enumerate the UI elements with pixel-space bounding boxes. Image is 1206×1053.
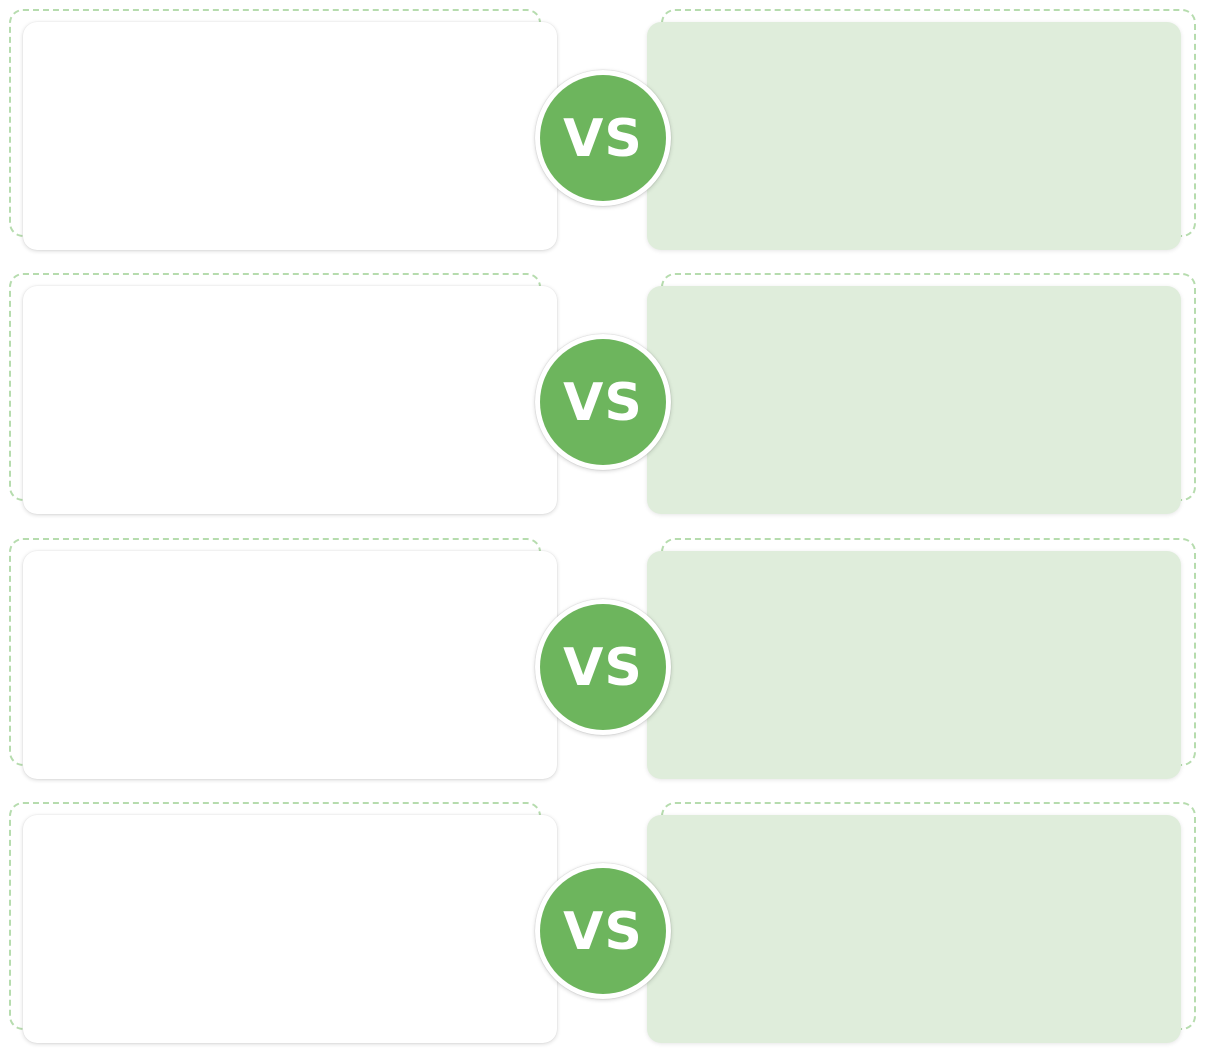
vs-circle: VS xyxy=(540,868,666,994)
left-option-card xyxy=(23,815,557,1043)
vs-label: VS xyxy=(563,638,643,698)
vs-circle: VS xyxy=(540,339,666,465)
vs-badge: VS xyxy=(535,70,671,206)
vs-badge: VS xyxy=(535,599,671,735)
comparison-row-3: VS xyxy=(0,538,1206,788)
comparison-row-4: VS xyxy=(0,802,1206,1052)
right-option-card xyxy=(647,551,1181,779)
right-option-card xyxy=(647,815,1181,1043)
left-option-card xyxy=(23,22,557,250)
vs-badge: VS xyxy=(535,863,671,999)
comparison-row-2: VS xyxy=(0,273,1206,523)
vs-circle: VS xyxy=(540,604,666,730)
vs-badge: VS xyxy=(535,334,671,470)
left-option-card xyxy=(23,551,557,779)
vs-label: VS xyxy=(563,109,643,169)
right-option-card xyxy=(647,22,1181,250)
comparison-row-1: VS xyxy=(0,9,1206,259)
right-option-card xyxy=(647,286,1181,514)
vs-label: VS xyxy=(563,373,643,433)
vs-label: VS xyxy=(563,902,643,962)
left-option-card xyxy=(23,286,557,514)
vs-circle: VS xyxy=(540,75,666,201)
